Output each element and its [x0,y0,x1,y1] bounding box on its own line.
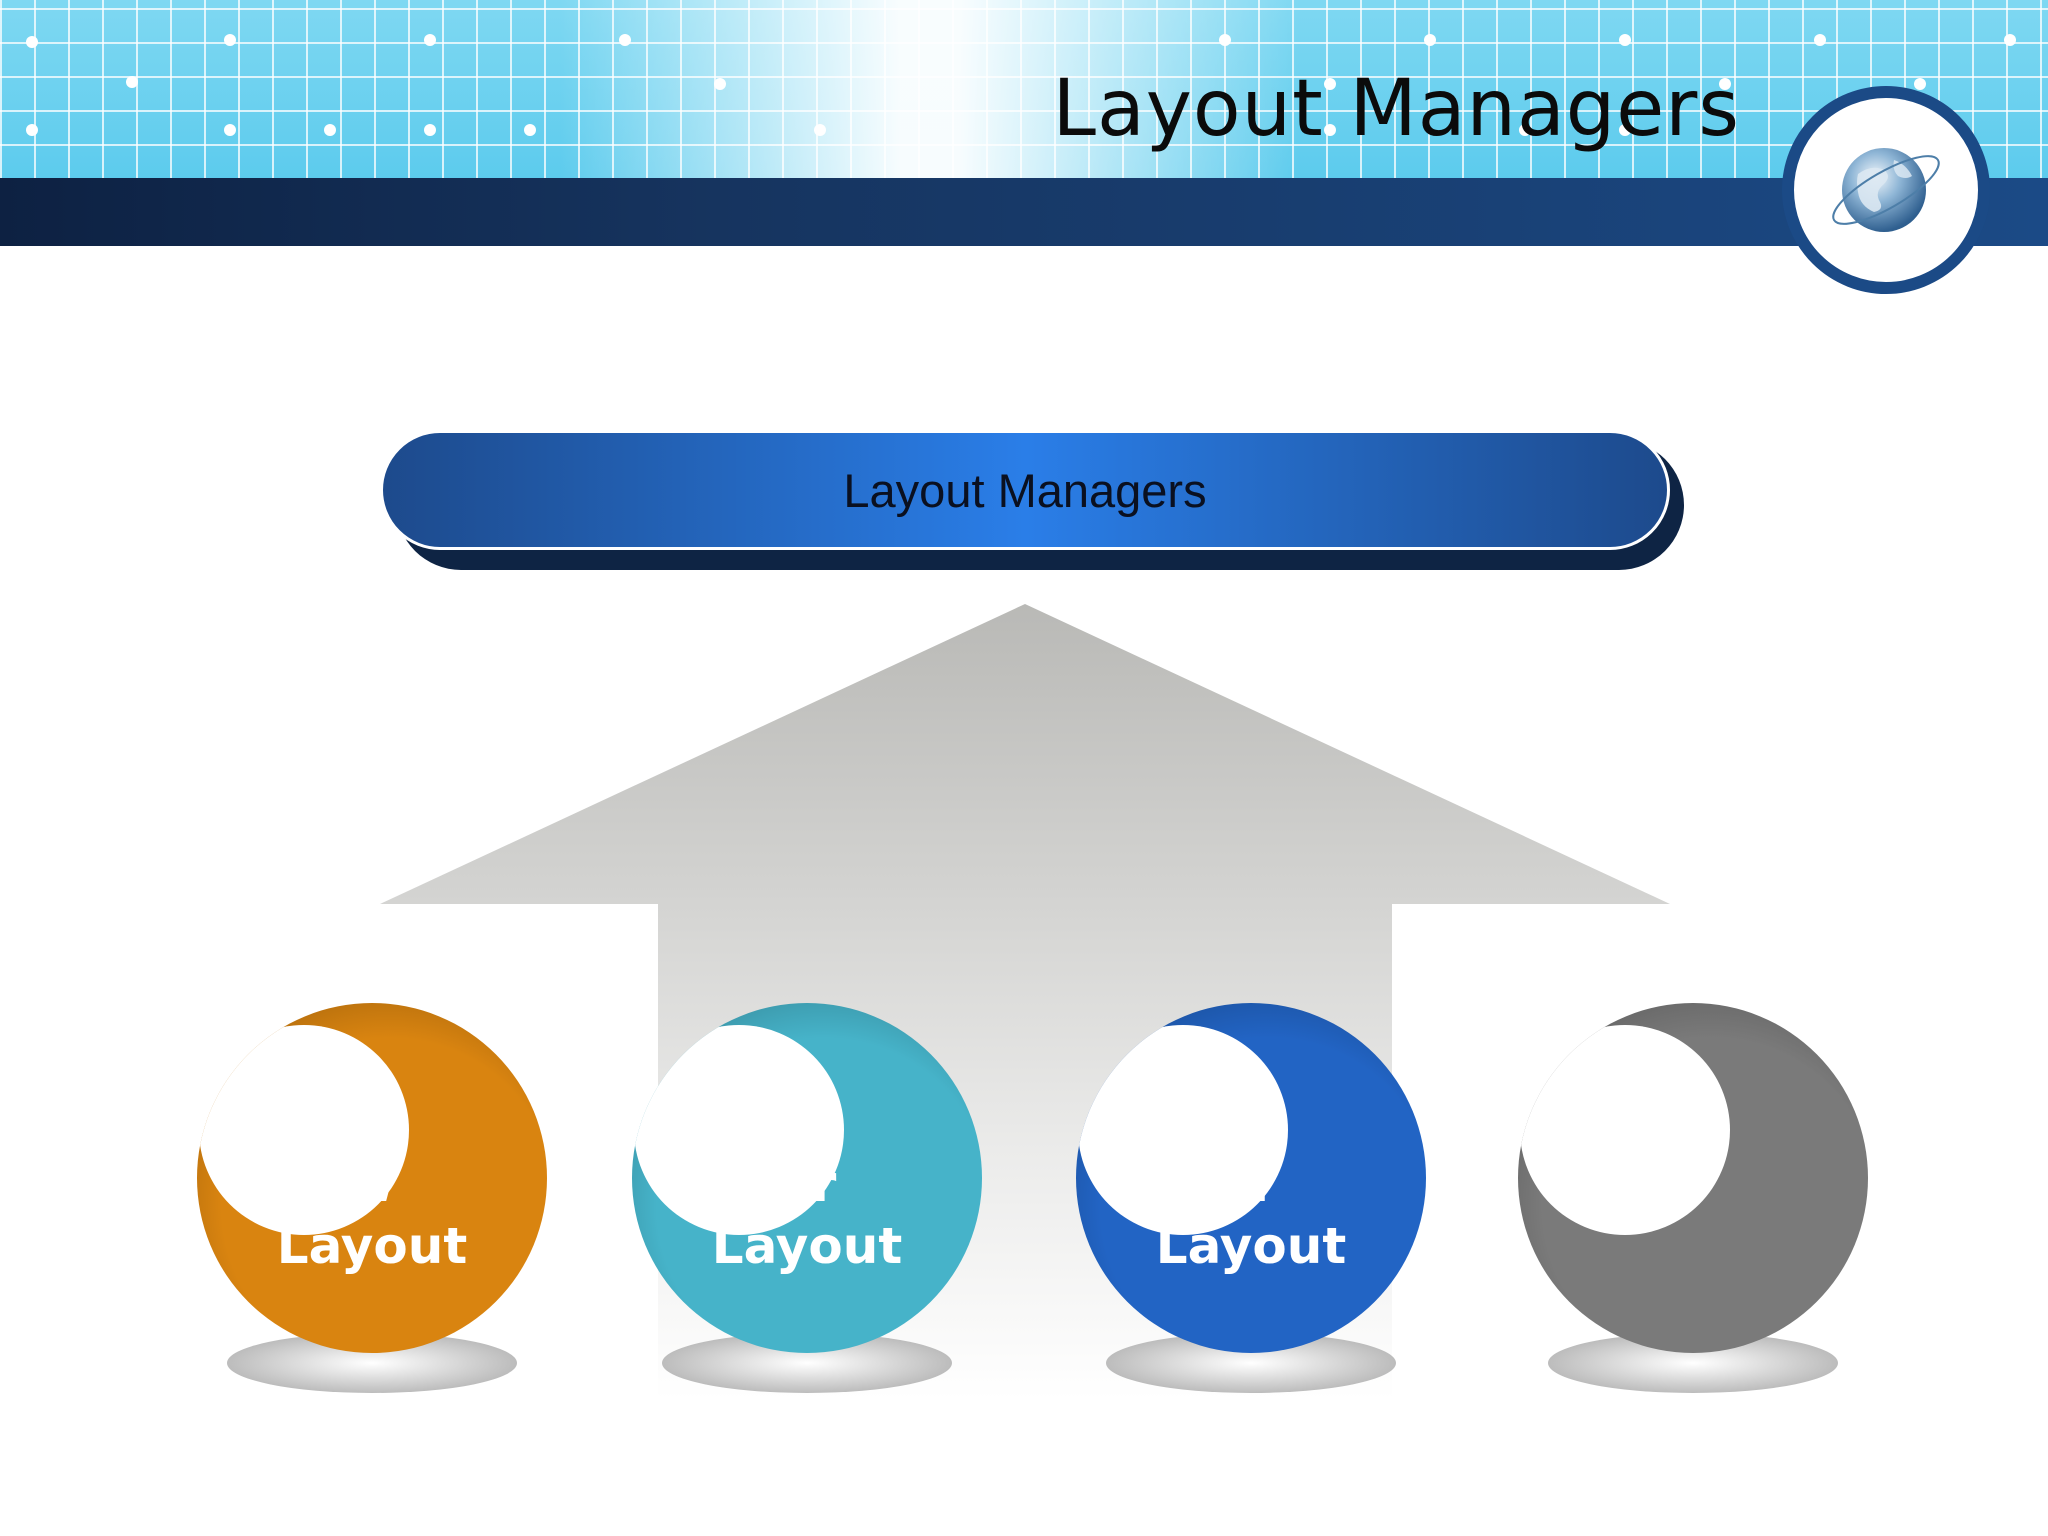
ball-label-line2: Layout [276,1217,468,1275]
ball-label-line2: Layout [1155,1217,1347,1275]
ball-label-line2: Layout [711,1217,903,1275]
ball-highlight [1078,1025,1288,1235]
ball-highlight [199,1025,409,1235]
ball-sphere: dLayout [1076,1003,1426,1353]
slide-title: Layout Managers [1052,64,1740,154]
ball-sphere: erLayout [632,1003,982,1353]
hub-box: Layout Managers [380,430,1670,550]
ball-item: erLayout [632,1003,992,1423]
ball-highlight [1520,1025,1730,1235]
header-grid-banner [0,0,2048,180]
ball-highlight [634,1025,844,1235]
globe-icon [1832,148,1940,232]
ball-item: wLayout [197,1003,557,1423]
ball-item: o [1518,1003,1878,1423]
hub-label: Layout Managers [843,463,1207,517]
header-dot-pattern [26,34,2016,136]
ball-sphere: wLayout [197,1003,547,1353]
ball-item: dLayout [1076,1003,1436,1423]
up-arrow [380,604,1670,1400]
ball-sphere: o [1518,1003,1868,1353]
header-band [0,178,2048,246]
